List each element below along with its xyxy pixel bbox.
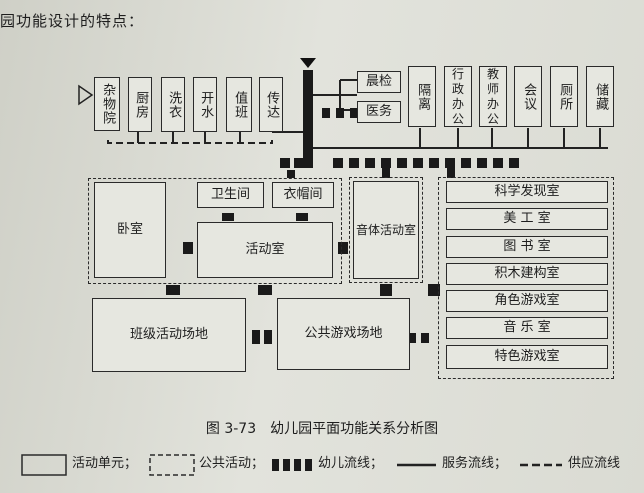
room-washroom: 卫生间 [197, 182, 264, 208]
room-laundry: 洗衣 [161, 77, 185, 132]
music-room-outline [349, 177, 423, 283]
entrance-arrow-icon [78, 84, 94, 106]
room-isolation: 隔离 [408, 66, 436, 127]
class-activity-yard: 班级活动场地 [92, 298, 246, 372]
function-rooms-outline [438, 177, 614, 379]
supply-flow-line [107, 140, 273, 144]
room-art: 美 工 室 [446, 208, 608, 230]
room-toilet: 厕所 [550, 66, 578, 127]
activity-unit-outline [88, 178, 342, 284]
room-library: 图 书 室 [446, 236, 608, 258]
room-music-sports: 音体活动室 [353, 181, 419, 279]
room-clinic: 医务 [357, 101, 401, 123]
room-meeting: 会议 [514, 66, 542, 127]
room-kitchen: 厨房 [128, 77, 152, 132]
room-teacher-office: 教师办公 [479, 66, 507, 127]
figure-caption: 图 3-73 幼儿园平面功能关系分析图 [205, 421, 439, 437]
room-activity: 活动室 [197, 222, 333, 278]
child-flow-spine [303, 70, 313, 168]
room-boiler: 开水 [193, 77, 217, 132]
room-duty: 值班 [226, 77, 252, 132]
room-storage-yard: 杂物院 [94, 77, 120, 131]
room-blocks: 积木建构室 [446, 263, 608, 285]
room-science: 科学发现室 [446, 181, 608, 203]
legend-service-flow: 服务流线； [442, 456, 508, 471]
main-entrance-marker-icon [300, 58, 316, 68]
room-reception: 传达 [259, 77, 283, 132]
legend-child-flow: 幼儿流线； [318, 456, 384, 471]
room-music: 音 乐 室 [446, 317, 608, 339]
room-cloakroom: 衣帽间 [272, 182, 334, 208]
room-feature-games: 特色游戏室 [446, 345, 608, 369]
room-admin-office: 行政办公 [444, 66, 472, 127]
room-bedroom: 卧室 [94, 182, 166, 278]
intro-text: 园功能设计的特点： [0, 12, 145, 30]
legend-public-activity: 公共活动； [199, 456, 265, 471]
room-morning-check: 晨检 [357, 71, 401, 93]
public-play-yard: 公共游戏场地 [277, 298, 410, 370]
room-storage: 储藏 [586, 66, 614, 127]
room-role-play: 角色游戏室 [446, 290, 608, 312]
legend-activity-unit: 活动单元； [72, 456, 138, 471]
legend-supply-flow: 供应流线 [568, 456, 621, 471]
